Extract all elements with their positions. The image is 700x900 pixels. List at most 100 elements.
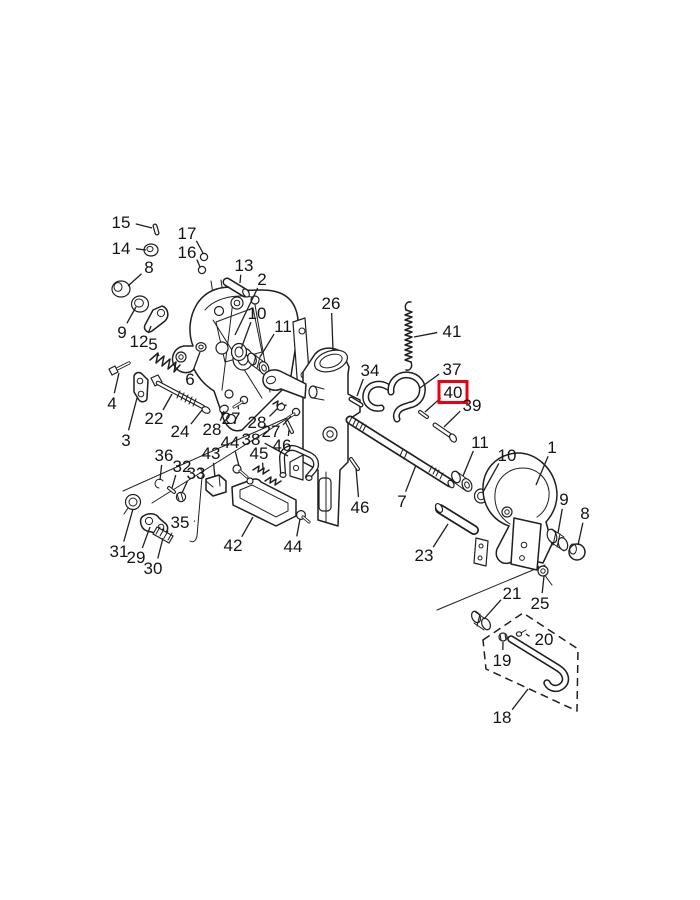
leader-11-right — [462, 450, 474, 477]
leader-41 — [413, 331, 438, 338]
callout-38: 38 — [242, 430, 261, 449]
callout-41: 41 — [443, 322, 462, 341]
callout-11-right: 11 — [471, 433, 489, 452]
leader-13 — [239, 274, 242, 284]
callout-6: 6 — [185, 370, 194, 389]
swivel-bracket-drawing — [262, 347, 361, 527]
callout-28-left: 28 — [203, 420, 222, 439]
leader-25 — [541, 575, 545, 594]
callout-43: 43 — [202, 444, 221, 463]
callout-17: 17 — [178, 224, 197, 243]
leader-10-left — [240, 321, 252, 350]
leader-18 — [511, 688, 529, 711]
callout-22: 22 — [145, 409, 164, 428]
leader-38 — [264, 442, 289, 457]
callout-36: 36 — [155, 446, 174, 465]
leader-11-left — [259, 333, 275, 358]
leader-4 — [113, 372, 120, 394]
callout-10-right: 10 — [498, 446, 517, 465]
leader-14 — [135, 248, 147, 251]
leader-28-left — [219, 410, 225, 421]
leader-16 — [196, 259, 201, 268]
leader-10-right — [482, 463, 500, 493]
callout-44-upper: 44 — [221, 433, 240, 452]
callout-46-lower: 46 — [351, 498, 370, 517]
leader-26 — [330, 312, 334, 351]
callout-20: 20 — [535, 630, 554, 649]
leader-42 — [241, 516, 254, 538]
callout-24: 24 — [171, 422, 190, 441]
leader-31 — [123, 508, 134, 542]
callout-13: 13 — [235, 256, 254, 275]
callout-14: 14 — [112, 239, 131, 258]
leader-8-right — [577, 522, 584, 546]
callout-31: 31 — [110, 542, 129, 561]
callout-21: 21 — [503, 584, 522, 603]
leader-27-mid — [282, 415, 292, 426]
spring-and-hook-set — [348, 301, 458, 443]
leader-36 — [159, 464, 163, 481]
hardware-upper-left — [108, 223, 250, 403]
highlight-box-40 — [437, 380, 469, 404]
leader-37 — [419, 373, 440, 389]
clamp-bracket-right-drawing — [473, 452, 586, 577]
callout-9-right: 9 — [559, 490, 568, 509]
callout-30: 30 — [144, 559, 163, 578]
leader-8-left — [127, 273, 143, 287]
tilt-pin-23 — [434, 502, 479, 535]
leader-2 — [234, 287, 259, 336]
callout-11-left: 11 — [274, 317, 292, 336]
callout-16: 16 — [178, 243, 197, 262]
leader-44-upper — [234, 451, 240, 467]
tiller-kit-box — [470, 610, 579, 712]
callout-10-left: 10 — [248, 304, 267, 323]
leader-30 — [157, 537, 164, 559]
callout-9-left: 9 — [117, 323, 126, 342]
leader-32 — [171, 474, 177, 489]
leader-27-left — [237, 405, 240, 410]
callout-1: 1 — [547, 438, 556, 457]
callout-29: 29 — [127, 548, 146, 567]
leader-24 — [190, 409, 203, 425]
callout-8-left: 8 — [144, 258, 153, 277]
clamp-screw-22 — [150, 374, 211, 414]
callout-4: 4 — [107, 394, 116, 413]
callout-32: 32 — [173, 457, 192, 476]
leader-34 — [356, 378, 364, 397]
bushing-set-left — [230, 342, 270, 375]
callout-44-lower: 44 — [284, 537, 303, 556]
leader-15 — [135, 223, 153, 229]
leader-43 — [212, 462, 216, 478]
leader-9-right — [557, 508, 563, 534]
leader-46-lower — [355, 467, 360, 498]
latch-assembly — [123, 464, 282, 544]
leader-21 — [483, 599, 502, 620]
leader-46-upper — [287, 429, 290, 437]
callout-37: 37 — [443, 360, 462, 379]
leader-33 — [181, 480, 188, 494]
callout-15: 15 — [112, 213, 131, 232]
leader-1 — [535, 455, 549, 486]
tilt-rod-7 — [345, 415, 489, 504]
callout-28-mid: 28 — [248, 413, 267, 432]
callout-46-upper: 46 — [273, 436, 292, 455]
leader-12 — [147, 325, 152, 334]
leader-5 — [156, 352, 160, 357]
leader-lines — [113, 223, 584, 711]
callout-42: 42 — [224, 536, 243, 555]
leader-3 — [127, 397, 138, 431]
callout-8-right: 8 — [580, 504, 589, 523]
leader-23 — [432, 523, 449, 548]
hardware-mid — [219, 395, 360, 471]
callout-34: 34 — [361, 361, 380, 380]
leader-22 — [162, 393, 173, 411]
leader-9-left — [126, 306, 137, 324]
leader-20 — [525, 633, 530, 637]
callout-27-mid: 27 — [262, 422, 281, 441]
callout-19: 19 — [493, 651, 512, 670]
callout-12: 12 — [130, 332, 149, 351]
callout-33: 33 — [187, 464, 206, 483]
leader-44-lower — [296, 518, 301, 537]
